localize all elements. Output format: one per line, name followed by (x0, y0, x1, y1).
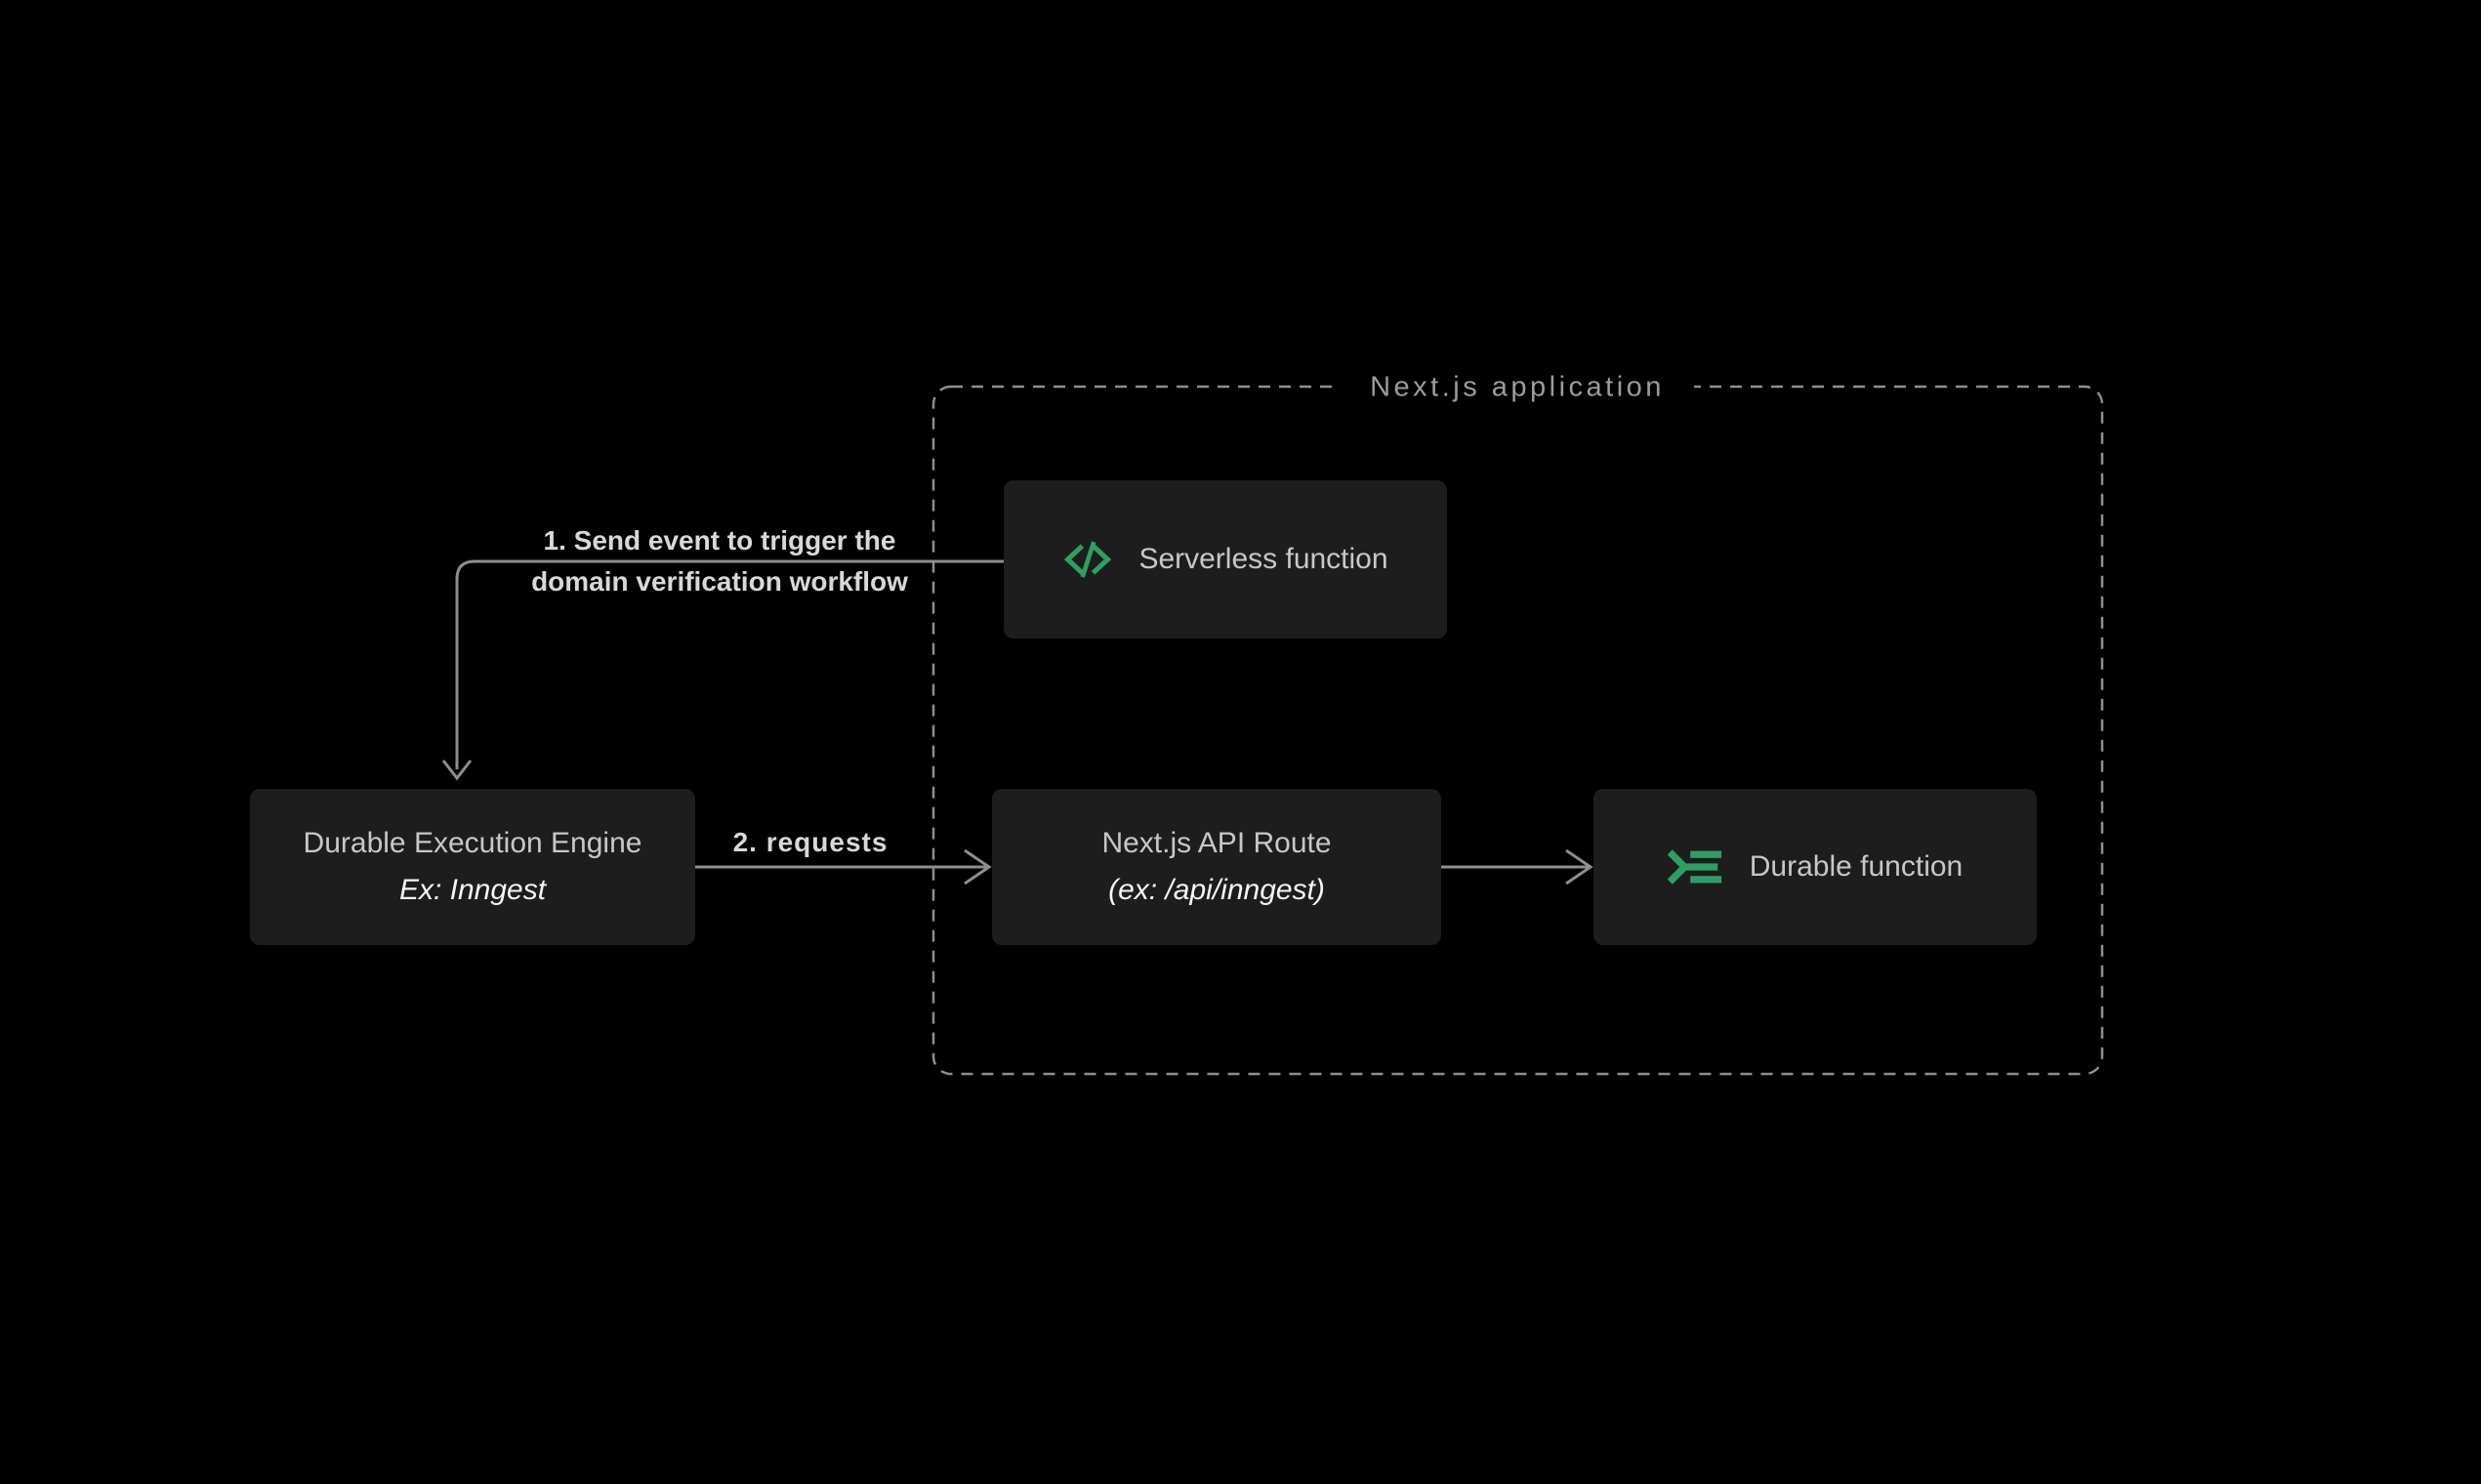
node-durable-execution-engine: Durable Execution Engine Ex: Inngest (250, 789, 695, 945)
send-event-label-line2: domain verification workflow (531, 566, 908, 597)
engine-title: Durable Execution Engine (303, 827, 642, 859)
node-serverless-function: Serverless function (1004, 480, 1447, 639)
node-nextjs-api-route: Next.js API Route (ex: /api/inngest) (992, 789, 1441, 945)
api-route-title: Next.js API Route (1101, 827, 1332, 859)
code-icon (1064, 541, 1112, 578)
send-event-label-line1: 1. Send event to trigger the (543, 525, 896, 556)
arrow-requests-head (964, 848, 992, 886)
arrow-send-event-line (455, 559, 1004, 769)
arrow-api-to-durable-head (1565, 848, 1593, 886)
requests-label: 2. requests (732, 827, 889, 857)
terminal-list-icon (1667, 849, 1721, 885)
api-route-subtitle: (ex: /api/inngest) (1108, 874, 1325, 906)
nextjs-application-boundary (931, 385, 2104, 1076)
durable-function-label: Durable function (1749, 850, 1964, 883)
serverless-function-label: Serverless function (1138, 543, 1388, 575)
send-event-label: 1. Send event to trigger the domain veri… (531, 520, 908, 602)
node-durable-function: Durable function (1593, 789, 2037, 945)
nextjs-application-title: Next.js application (1341, 371, 1694, 404)
arrow-send-event-head (441, 760, 473, 781)
engine-subtitle: Ex: Inngest (398, 874, 547, 906)
